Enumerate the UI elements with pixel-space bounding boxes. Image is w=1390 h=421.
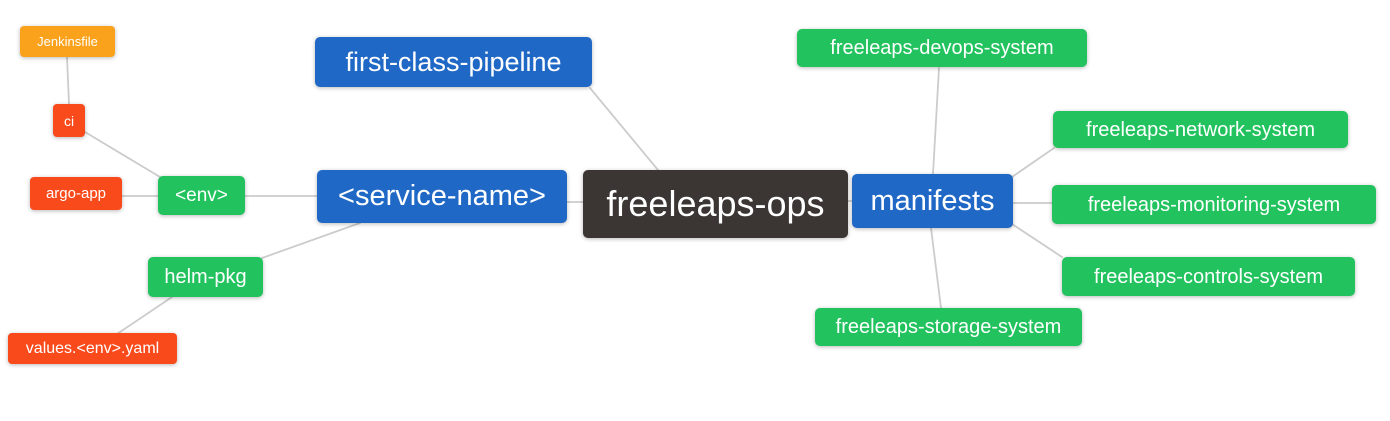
node-values-env-yaml-label: values.<env>.yaml (25, 339, 160, 357)
edge-service-name-helm-pkg (261, 222, 361, 259)
node-jenkinsfile[interactable]: Jenkinsfile (20, 26, 115, 57)
node-freeleaps-ops-label: freeleaps-ops (606, 183, 825, 224)
node-first-class-pipeline-label: first-class-pipeline (345, 46, 562, 77)
node-service-name[interactable]: <service-name> (317, 170, 567, 223)
node-env-label: <env> (175, 185, 228, 206)
node-argo-app[interactable]: argo-app (30, 177, 122, 210)
node-manifests-label: manifests (870, 184, 995, 217)
node-monitoring-system[interactable]: freeleaps-monitoring-system (1052, 185, 1376, 224)
node-network-system-label: freeleaps-network-system (1086, 118, 1315, 141)
node-argo-app-label: argo-app (45, 185, 107, 202)
node-service-name-label: <service-name> (338, 180, 546, 212)
node-freeleaps-ops-root[interactable]: freeleaps-ops (583, 170, 848, 238)
node-devops-system[interactable]: freeleaps-devops-system (797, 29, 1087, 67)
node-network-system[interactable]: freeleaps-network-system (1053, 111, 1348, 148)
node-helm-pkg[interactable]: helm-pkg (148, 257, 263, 297)
node-first-class-pipeline[interactable]: first-class-pipeline (315, 37, 592, 87)
node-storage-system-label: freeleaps-storage-system (835, 316, 1062, 338)
node-ci-label: ci (63, 112, 75, 129)
edge-manifests-network (1011, 147, 1055, 178)
edge-ci-env (84, 131, 161, 178)
node-manifests[interactable]: manifests (852, 174, 1013, 228)
edge-manifests-storage (930, 227, 942, 309)
edge-manifests-devops (932, 67, 940, 175)
node-devops-system-label: freeleaps-devops-system (830, 37, 1054, 59)
edge-helm-pkg-values-yaml (116, 296, 173, 335)
node-monitoring-system-label: freeleaps-monitoring-system (1087, 193, 1341, 216)
edge-pipeline-root (589, 87, 659, 171)
edge-manifests-controls (1011, 223, 1063, 258)
node-controls-system-label: freeleaps-controls-system (1094, 265, 1323, 288)
node-env[interactable]: <env> (158, 176, 245, 215)
node-jenkinsfile-label: Jenkinsfile (37, 34, 98, 49)
node-values-env-yaml[interactable]: values.<env>.yaml (8, 333, 177, 364)
node-ci[interactable]: ci (53, 104, 85, 137)
edge-jenkinsfile-ci (66, 56, 70, 105)
node-helm-pkg-label: helm-pkg (164, 266, 247, 288)
node-controls-system[interactable]: freeleaps-controls-system (1062, 257, 1355, 296)
node-storage-system[interactable]: freeleaps-storage-system (815, 308, 1082, 346)
